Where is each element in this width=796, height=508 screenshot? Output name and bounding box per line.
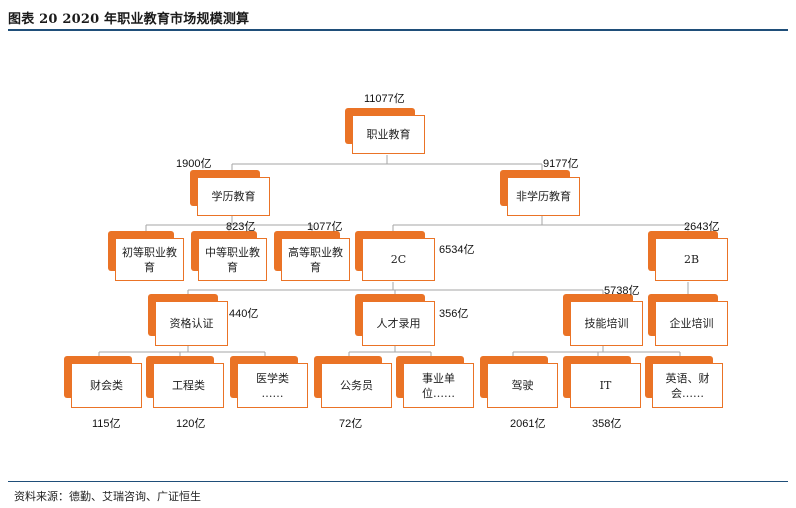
value-accounting: 115亿 — [92, 418, 121, 430]
value-talent: 356亿 — [439, 308, 469, 320]
value-2b: 2643亿 — [684, 221, 720, 233]
node-engineering: 工程类 — [146, 356, 224, 408]
value-2c: 6534亿 — [439, 244, 475, 256]
node-label: 资格认证 — [169, 317, 214, 330]
node-higher-vocational: 高等职业教育 — [274, 231, 350, 281]
source-note: 资料来源：德勤、艾瑞咨询、广证恒生 — [14, 490, 201, 503]
node-label: IT — [599, 379, 612, 392]
node-primary-vocational: 初等职业教育 — [108, 231, 184, 281]
node-corporate-training: 企业培训 — [648, 294, 728, 346]
node-label: 职业教育 — [366, 128, 411, 141]
value-civil: 72亿 — [339, 418, 363, 430]
node-skills-training: 技能培训 — [563, 294, 643, 346]
node-label: 技能培训 — [584, 317, 629, 330]
node-civil-servant: 公务员 — [314, 356, 392, 408]
node-recruitment: 人才录用 — [355, 294, 435, 346]
node-label: 高等职业教育 — [288, 245, 343, 274]
node-label: 医学类 …… — [256, 371, 289, 400]
value-engineering: 120亿 — [176, 418, 206, 430]
node-label: 企业培训 — [669, 317, 714, 330]
node-label: 驾驶 — [511, 379, 534, 392]
node-label: 初等职业教育 — [122, 245, 177, 274]
value-secondary-voc: 823亿 — [226, 221, 256, 233]
node-certification: 资格认证 — [148, 294, 228, 346]
value-nonacademic: 9177亿 — [543, 158, 579, 170]
node-label: 英语、财会…… — [665, 371, 710, 400]
node-non-academic-education: 非学历教育 — [500, 170, 580, 216]
node-label: 人才录用 — [376, 317, 421, 330]
node-it: IT — [563, 356, 641, 408]
figure-title: 图表 20 2020 年职业教育市场规模测算 — [8, 12, 250, 27]
node-label: 非学历教育 — [516, 190, 571, 203]
node-label: 中等职业教育 — [205, 245, 260, 274]
node-academic-education: 学历教育 — [190, 170, 270, 216]
node-label: 财会类 — [90, 379, 123, 392]
node-public-institution: 事业单位…… — [396, 356, 474, 408]
footer-rule — [8, 481, 788, 482]
node-medical: 医学类 …… — [230, 356, 308, 408]
node-label: 学历教育 — [211, 190, 256, 203]
node-english-finance: 英语、财会…… — [645, 356, 723, 408]
value-higher-voc: 1077亿 — [307, 221, 343, 233]
node-2b: 2B — [648, 231, 728, 281]
node-label: 公务员 — [340, 379, 373, 392]
node-label: 工程类 — [172, 379, 205, 392]
node-label: 2C — [390, 253, 407, 266]
node-driving: 驾驶 — [480, 356, 558, 408]
node-label: 2B — [683, 253, 700, 266]
node-accounting: 财会类 — [64, 356, 142, 408]
node-2c: 2C — [355, 231, 435, 281]
value-driving: 2061亿 — [510, 418, 546, 430]
node-label: 事业单位…… — [422, 371, 455, 400]
node-secondary-vocational: 中等职业教育 — [191, 231, 267, 281]
value-root: 11077亿 — [364, 93, 405, 105]
value-skills: 5738亿 — [604, 285, 640, 297]
value-cert: 440亿 — [229, 308, 259, 320]
node-vocational-education: 职业教育 — [345, 108, 425, 154]
title-rule — [8, 29, 788, 31]
value-academic: 1900亿 — [176, 158, 212, 170]
value-it: 358亿 — [592, 418, 622, 430]
